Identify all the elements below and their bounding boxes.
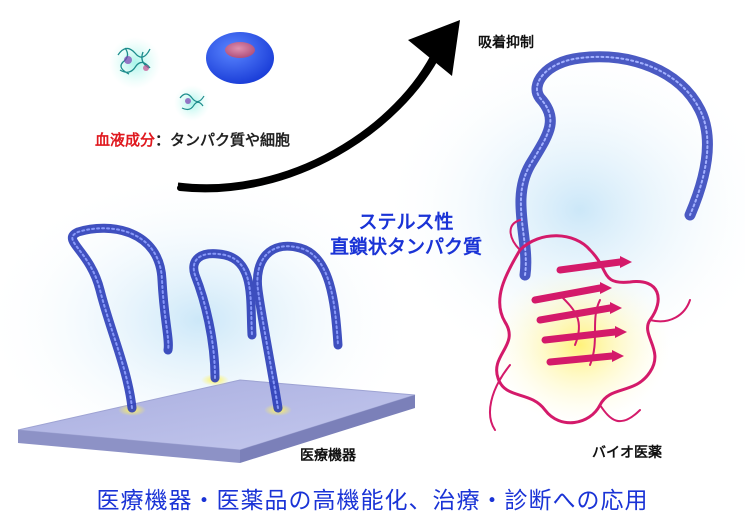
bio-drug-label: バイオ医薬 [592,445,662,461]
blood-cell-icon [206,32,274,84]
stealth-protein-label: ステルス性 直鎖状タンパク質 [330,210,482,259]
medical-device-label: 医療機器 [300,448,356,464]
linear-protein-chains [67,223,343,413]
blood-component-label: 血液成分：タンパク質や細胞 [95,133,290,148]
stealth-protein-chain [515,51,713,281]
protein-molecule-icon [109,37,161,89]
footer-caption: 医療機器・医薬品の高機能化、治療・診断への応用 [96,488,649,514]
bio-drug-glow [490,265,670,425]
beta-strand-arrows [600,256,632,362]
stealth-label-line1: ステルス性 [358,211,454,233]
medical-device-plate [17,379,416,463]
stealth-label-line2: 直鎖状タンパク質 [330,235,483,258]
suppression-arrow [177,20,460,193]
protein-molecule-icon [174,85,210,121]
bio-drug-protein [489,219,691,431]
adsorption-suppression-label: 吸着抑制 [478,35,534,51]
blood-component-description: ：タンパク質や細胞 [155,131,291,149]
blood-component-term: 血液成分 [95,131,156,149]
background-glow-right [380,40,745,380]
